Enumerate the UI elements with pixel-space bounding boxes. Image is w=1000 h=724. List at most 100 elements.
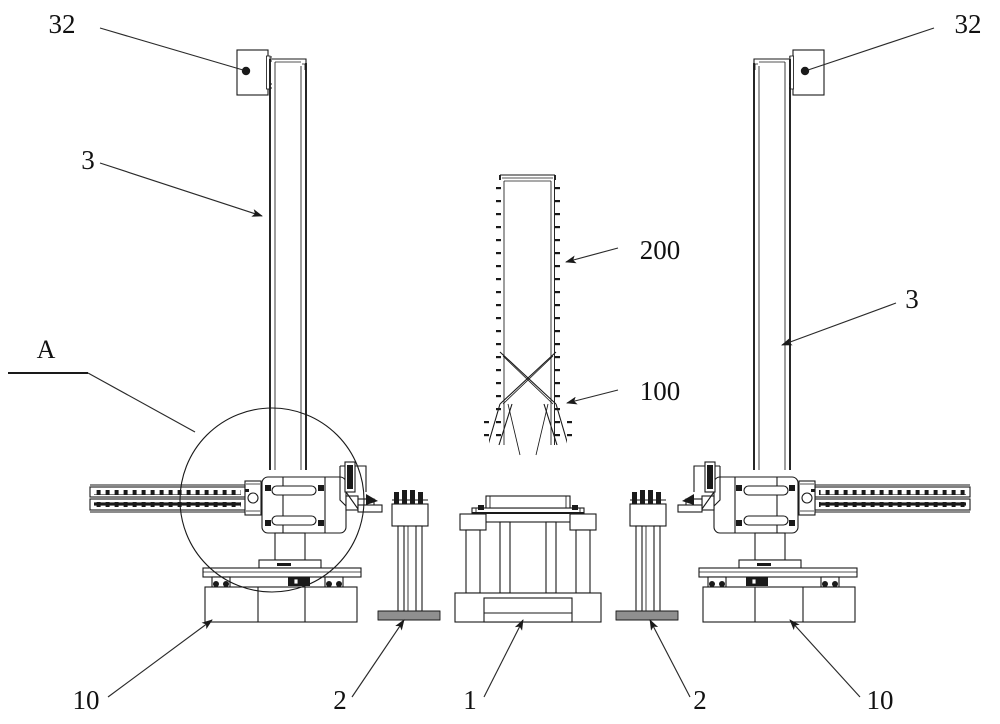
callout-200-label: 200 <box>640 235 681 265</box>
rail-left-slider-lines <box>246 483 260 512</box>
head-left-pivot-dot <box>241 66 251 76</box>
callout-1-leader <box>483 619 524 698</box>
head-left-housing <box>236 49 269 96</box>
turntable-right <box>698 532 858 588</box>
pedestal-bolt-right <box>572 505 578 510</box>
stand-right-base-plate-edges <box>616 610 678 621</box>
head-right-pivot-dot <box>800 66 810 76</box>
stand-right-finger-3 <box>648 490 653 504</box>
rail-right-slider-lines <box>800 483 814 512</box>
rail-left-slider-key <box>245 489 249 492</box>
rail-right-edges <box>815 484 970 513</box>
pedestal-corner-tl <box>459 513 487 531</box>
mast-right-top-notch <box>754 63 758 70</box>
pedestal-jaw-body <box>485 495 571 509</box>
stand-right-head-box <box>629 503 667 527</box>
callout-3-left: 3 <box>81 145 263 217</box>
stand-left-finger-3 <box>410 490 415 504</box>
callout-2-left-leader <box>351 619 405 698</box>
actuator-right-plate <box>677 504 703 513</box>
stand-right-clamp-fingers <box>630 490 666 504</box>
callout-3-right-label: 3 <box>905 284 919 314</box>
callout-2-right-leader <box>649 619 691 698</box>
callout-layer: 32 32 3 3 200 100 A <box>8 9 982 715</box>
carriage-left-bolt-bl <box>265 520 271 526</box>
actuator-left <box>339 461 383 513</box>
rail-right-lower-teeth <box>819 502 966 507</box>
carriage-left-shaft-boss <box>345 495 359 511</box>
callout-10-left-label: 10 <box>73 685 100 715</box>
base-block-left-dividers <box>257 587 306 622</box>
stand-left-clamp-fingers <box>392 490 428 504</box>
turntable-left-keyway <box>277 563 291 566</box>
rail-right-upper-teeth <box>819 490 966 495</box>
stand-left-leg-1 <box>397 525 405 612</box>
head-left <box>236 49 272 96</box>
actuator-right-tip <box>682 494 694 505</box>
callout-3-right-leader <box>781 302 897 346</box>
workpiece-cross-brace <box>499 351 557 405</box>
stand-right-finger-2 <box>640 490 645 504</box>
detail-circle-a <box>179 407 365 593</box>
actuator-left-plate <box>357 504 383 513</box>
carriage-left-top-slot <box>271 485 317 496</box>
callout-100: 100 <box>566 376 681 406</box>
base-block-right-body <box>702 586 856 623</box>
callout-3-right: 3 <box>781 284 919 346</box>
rail-left-lower-teeth <box>94 502 241 507</box>
turntable-left-brake-block <box>288 577 310 586</box>
callout-32-left: 32 <box>49 9 244 71</box>
callout-a-leader <box>87 372 196 433</box>
rail-left-edges <box>90 484 245 513</box>
stand-left-finger-2 <box>402 490 407 504</box>
turntable-left-plate <box>202 567 362 578</box>
turntable-left-roller-2-pin <box>326 581 332 587</box>
mast-left <box>269 58 307 470</box>
callout-10-right: 10 <box>789 619 894 715</box>
stand-right-finger-1 <box>632 492 637 504</box>
actuator-left-tip <box>366 494 378 505</box>
carriage-right-bottom-slot <box>743 515 789 526</box>
pedestal-leg-inner-right <box>545 521 557 594</box>
pedestal-bolt-left <box>478 505 484 510</box>
callout-32-right-leader <box>807 27 935 71</box>
carriage-right-top-slot <box>743 485 789 496</box>
turntable-right-spindle <box>754 532 786 561</box>
callout-100-label: 100 <box>640 376 681 406</box>
workpiece-left-serrations <box>496 180 501 445</box>
support-stand-right <box>615 490 679 621</box>
mast-right <box>753 58 791 470</box>
stand-left-finger-4 <box>418 492 423 504</box>
base-block-right <box>702 586 856 623</box>
callout-32-right-label: 32 <box>955 9 982 39</box>
pedestal-corner-tr <box>569 513 597 531</box>
linear-rail-left <box>89 480 262 516</box>
center-pedestal <box>454 495 602 623</box>
stand-left-head-box <box>391 503 429 527</box>
callout-2-left: 2 <box>333 619 405 715</box>
base-block-right-dividers <box>754 587 804 622</box>
actuator-right-bracket <box>713 466 721 507</box>
turntable-right-plate <box>698 567 858 578</box>
support-stand-left <box>377 490 441 621</box>
rail-right-slider-pin <box>801 492 813 504</box>
pedestal-leg-outer-right <box>575 529 591 594</box>
stand-left-finger-1 <box>394 492 399 504</box>
mast-right-top-cap <box>753 58 790 63</box>
callout-a: A <box>8 335 196 433</box>
carriage-left-bolt-br <box>318 520 324 526</box>
stand-right-leg-2 <box>653 525 661 612</box>
mast-left-top-notch <box>302 63 306 70</box>
callout-200: 200 <box>565 235 681 265</box>
workpiece-leg-right-serr <box>567 418 572 446</box>
workpiece-inner-diagonals <box>507 403 549 456</box>
stand-right-finger-4 <box>656 492 661 504</box>
right-assembly <box>677 49 971 623</box>
head-right <box>789 49 825 96</box>
rail-right-slider-key <box>811 489 815 492</box>
turntable-right-roller-2-pin2 <box>832 581 838 587</box>
pedestal-leg-outer-left <box>465 529 481 594</box>
carriage-left <box>261 476 375 534</box>
turntable-right-keyway <box>757 563 771 566</box>
callout-2-right: 2 <box>649 619 707 715</box>
